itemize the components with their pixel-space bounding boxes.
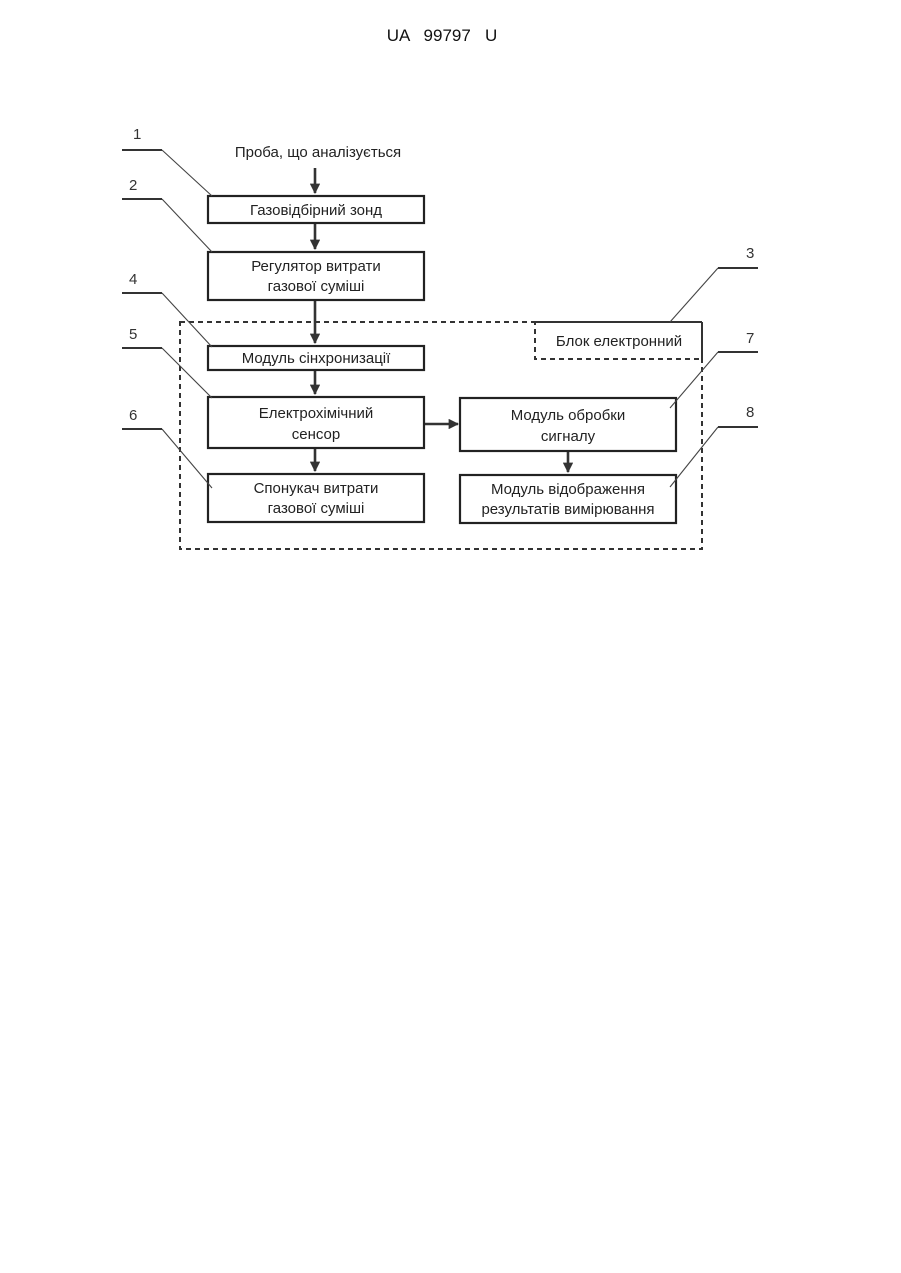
sync-module-label: Модуль сінхронизації bbox=[242, 350, 391, 367]
callout-number-4: 4 bbox=[129, 271, 137, 288]
flow-regulator-label-line1: Регулятор витрати bbox=[251, 258, 381, 275]
signal-processing-label-line1: Модуль обробки bbox=[511, 407, 626, 424]
result-display-label-line2: результатів вимірювання bbox=[481, 501, 654, 518]
electrochemical-sensor-label-line1: Електрохімічний bbox=[259, 405, 374, 422]
callout-number-6: 6 bbox=[129, 407, 137, 424]
electrochemical-sensor-label-line2: сенсор bbox=[292, 426, 340, 443]
flow-regulator-label-line2: газової суміші bbox=[268, 278, 365, 295]
callout-number-3: 3 bbox=[746, 245, 754, 262]
signal-processing-label-line2: сигналу bbox=[541, 428, 596, 445]
flow-inducer-label-line2: газової суміші bbox=[268, 500, 365, 517]
input-sample-label: Проба, що аналізується bbox=[235, 144, 401, 161]
gas-sampling-probe-label: Газовідбірний зонд bbox=[250, 202, 382, 219]
callout-number-1: 1 bbox=[133, 126, 141, 143]
result-display-label-line1: Модуль відображення bbox=[491, 481, 645, 498]
callout-number-8: 8 bbox=[746, 404, 754, 421]
flow-inducer-label-line1: Спонукач витрати bbox=[254, 480, 379, 497]
callout-number-2: 2 bbox=[129, 177, 137, 194]
callout-number-5: 5 bbox=[129, 326, 137, 343]
electronic-unit-label: Блок електронний bbox=[556, 333, 682, 350]
callout-number-7: 7 bbox=[746, 330, 754, 347]
